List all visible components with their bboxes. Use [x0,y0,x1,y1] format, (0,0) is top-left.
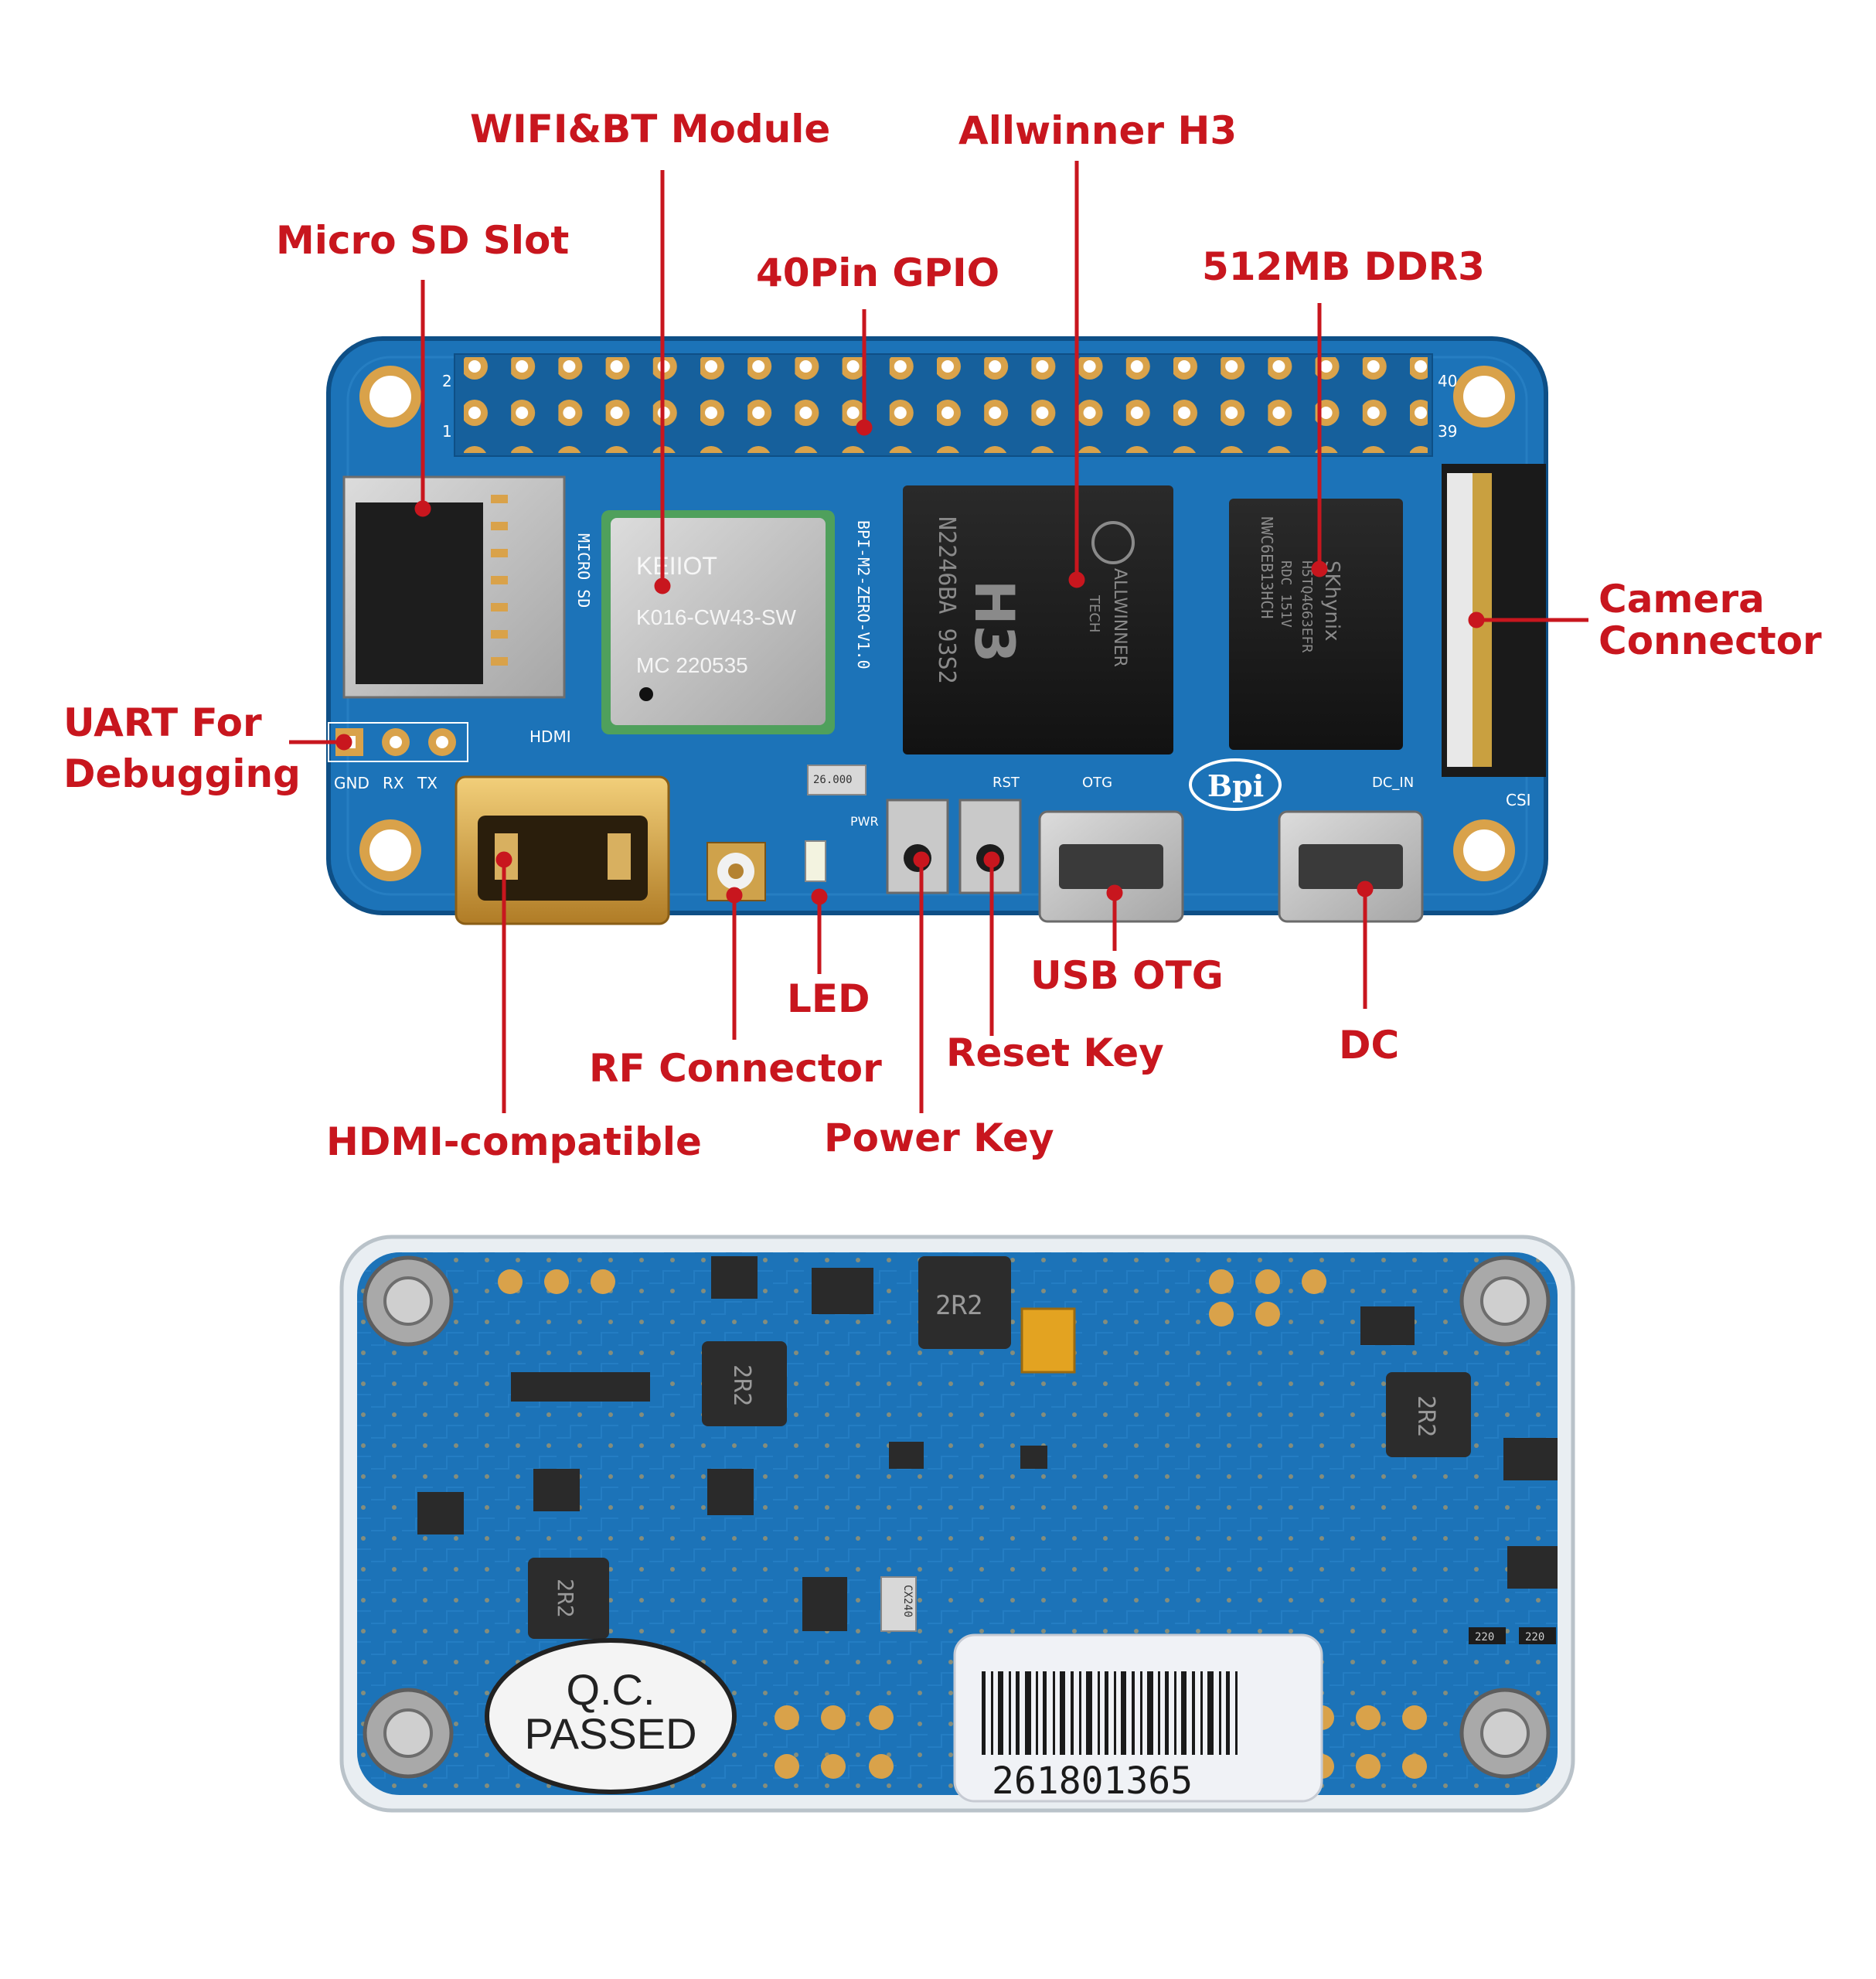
dc-power-port: DC_IN [1278,775,1424,923]
ram-part-text: H5TQ4G63EFR [1299,560,1315,652]
soc-code-text: N2246BA 93S2 [933,516,960,684]
barcode-sticker: 261801365 [953,1633,1323,1803]
label-wifi-bt-module: WIFI&BT Module [470,107,831,152]
gpio-pin-39-label: 39 [1438,422,1457,441]
hdmi-silkscreen: HDMI [529,727,571,746]
label-led: LED [787,976,870,1021]
label-micro-sd-slot: Micro SD Slot [276,218,570,263]
gpio-header: 2 1 40 39 [442,353,1457,457]
label-power-key: Power Key [824,1116,1054,1160]
allwinner-h3-chip: N2246BA 93S2 H3 ALLWINNER TECH [903,485,1173,754]
label-camera-connector: Camera Connector [1599,577,1822,663]
module-model-text: K016-CW43-SW [636,605,797,629]
label-512mb-ddr3: 512MB DDR3 [1202,244,1485,289]
bpi-logo-icon: Bpi [1189,758,1282,811]
inductor-4-text: 2R2 [553,1579,578,1618]
label-dc: DC [1339,1023,1400,1068]
inductor-3-text: 2R2 [1412,1395,1439,1437]
power-key[interactable] [886,799,949,894]
back-resistors: 220 220 [1469,1627,1556,1644]
allwinner-logo-icon [1091,521,1135,564]
tantalum-capacitor [1020,1307,1076,1374]
soc-vendor-text: ALLWINNER [1110,568,1129,667]
qc-line2-text: PASSED [524,1709,696,1758]
ram-code-text: NWC6EB13HCH [1258,516,1276,618]
gpio-pin-1-label: 1 [442,422,452,441]
gnd-silkscreen: GND [334,774,369,792]
inductor-2-text: 2R2 [728,1364,755,1406]
label-hdmi-compatible: HDMI-compatible [326,1119,702,1164]
screw-icon [363,1255,1551,1779]
camera-connector: CSI [1442,464,1546,809]
res-1-text: 220 [1475,1631,1494,1643]
inductor-component: 2R2 2R2 2R2 2R2 [528,1256,1471,1639]
label-rf-connector: RF Connector [589,1046,882,1091]
label-allwinner-h3: Allwinner H3 [958,108,1238,153]
module-mc-text: MC 220535 [636,653,748,677]
label-reset-key: Reset Key [946,1030,1164,1075]
wifi-bt-module: KEIIOT K016-CW43-SW MC 220535 BPI-M2-ZER… [601,510,873,734]
led-indicator [805,840,826,882]
ddr3-memory-chip: NWC6EB13HCH SKhynix H5TQ4G63EFR RDC 151V [1229,499,1403,750]
soc-name-text: H3 [962,580,1026,663]
barcode-number-text: 261801365 [992,1759,1193,1803]
csi-silkscreen: CSI [1506,791,1531,809]
dc-in-silkscreen: DC_IN [1372,775,1414,791]
pwr-silkscreen: PWR [850,814,879,829]
module-brand-text: KEIIOT [636,552,717,580]
gpio-pin-2-label: 2 [442,372,452,390]
soc-vendor-tech-text: TECH [1086,594,1102,632]
label-uart-for-debugging: UART For Debugging [63,700,301,796]
gpio-pin-40-label: 40 [1438,372,1457,390]
reset-key[interactable] [958,799,1022,894]
back-crystal-text: CX240 [901,1585,914,1617]
rx-silkscreen: RX [383,774,404,792]
crystal-oscillator [807,765,867,795]
inductor-1-text: 2R2 [935,1290,982,1321]
microsd-silkscreen: MICRO SD [574,533,593,608]
otg-silkscreen: OTG [1082,775,1112,791]
board-model-silkscreen: BPI-M2-ZERO-V1.0 [854,520,873,669]
usb-otg-port: OTG [1038,775,1184,923]
ram-part-2-text: RDC 151V [1278,560,1294,628]
smd-components [417,1256,1558,1631]
rst-silkscreen: RST [992,775,1020,791]
qc-passed-sticker: Q.C. PASSED [485,1638,737,1794]
back-board: 2R2 2R2 2R2 2R2 CX240 [339,1235,1575,1813]
callout-lines [289,161,1588,1113]
res-2-text: 220 [1525,1631,1544,1643]
label-40pin-gpio: 40Pin GPIO [756,250,1000,295]
mounting-hole-icon [359,366,1515,881]
tx-silkscreen: TX [417,774,438,792]
barcode-icon [982,1671,1238,1755]
back-crystal: CX240 [880,1576,917,1632]
micro-sd-slot: MICRO SD [342,475,593,699]
front-board: 2 1 40 39 MICRO SD KEIIOT K016-CW43-SW M… [326,336,1548,925]
bpi-logo-text: Bpi [1207,768,1264,803]
crystal-text: 26.000 [813,774,853,786]
back-gpio-pads [498,1269,1427,1779]
qc-line1-text: Q.C. [566,1665,655,1714]
label-usb-otg: USB OTG [1030,953,1224,998]
